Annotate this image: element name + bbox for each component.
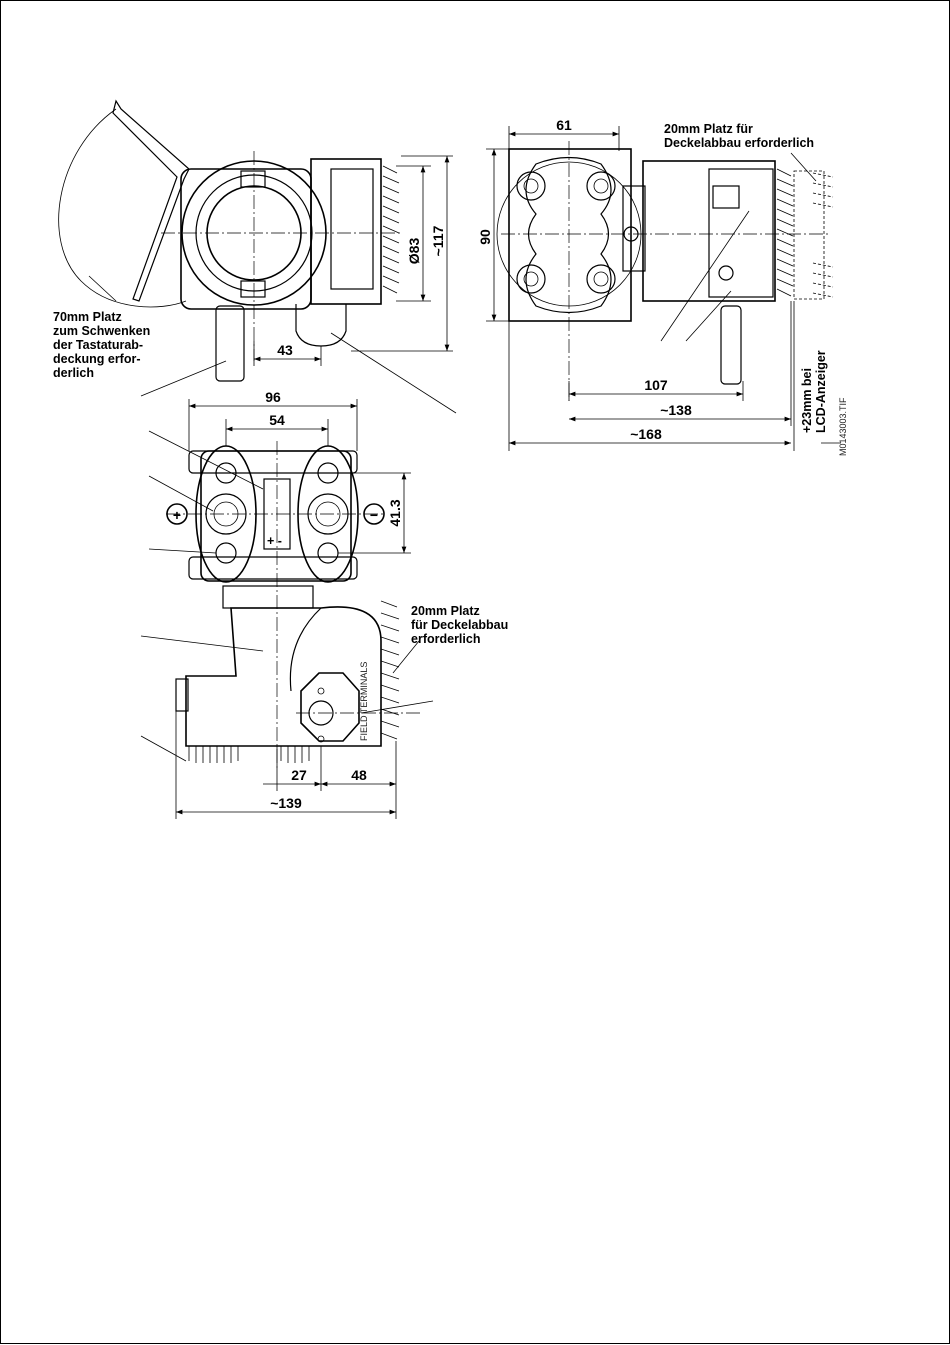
flange-body <box>526 158 611 313</box>
lcd-cover-ghost <box>794 171 824 299</box>
field-terminals-label: FIELD TERMINALS <box>359 662 369 741</box>
side-housing-window <box>709 169 773 297</box>
dim-d54: 54 <box>269 412 285 428</box>
side-housing-screw <box>719 266 733 280</box>
swing-arc <box>59 109 186 307</box>
swing-note-2: zum Schwenken <box>53 324 150 338</box>
dim-d139: ~139 <box>270 795 302 811</box>
dim-d138: ~138 <box>660 402 692 418</box>
dim-d117: ~117 <box>430 225 446 256</box>
cover-top-note-2: Deckelabbau erforderlich <box>664 136 814 150</box>
top-lug <box>241 171 265 187</box>
terminal-housing <box>311 159 381 304</box>
cable-gland <box>296 304 346 346</box>
flange-body-plate <box>201 451 351 581</box>
flange-pm-label: + - <box>267 534 282 548</box>
lcd-note-1: +23mm bei <box>800 368 814 433</box>
minus-symbol: − <box>370 507 378 523</box>
terminal-cap <box>331 169 373 289</box>
swing-note-5: derlich <box>53 366 94 380</box>
top-view-side-fins <box>381 601 399 739</box>
terminal-cover-fins <box>383 166 399 293</box>
top-view-neck <box>223 586 313 608</box>
flange-bar-top <box>189 451 357 473</box>
dim-d48: 48 <box>351 767 367 783</box>
flange-plate <box>509 149 631 321</box>
side-housing-tab <box>713 186 739 208</box>
top-view: FIELD TERMINALS 20mm Platz für Deckelabb… <box>141 586 508 819</box>
flange-view: + - + − 96 54 41.3 <box>149 389 411 771</box>
cover-bottom-note-1: 20mm Platz <box>411 604 480 618</box>
side-cover-fins <box>777 169 793 296</box>
top-view-gland-hex <box>301 673 359 741</box>
swing-note-3: der Tastaturab- <box>53 338 143 352</box>
front-view: Ø83 ~117 43 70mm Platz zum Schwenken der… <box>53 101 456 413</box>
side-view: 61 90 20mm Platz für Deckelabbau erforde… <box>477 117 848 456</box>
figure-id: M0143003.TIF <box>838 397 848 456</box>
swing-note-4: deckung erfor- <box>53 352 141 366</box>
electronics-housing <box>181 169 311 309</box>
top-view-housing <box>186 607 381 746</box>
plus-symbol: + <box>173 507 181 523</box>
keypad-cover <box>113 101 189 301</box>
dim-d41: 41.3 <box>387 499 403 526</box>
dim-d90: 90 <box>477 229 493 245</box>
vent-plug <box>216 306 244 381</box>
dim-d83: Ø83 <box>406 238 422 265</box>
swing-note-1: 70mm Platz <box>53 310 122 324</box>
dim-d27: 27 <box>291 767 307 783</box>
dim-d168: ~168 <box>630 426 662 442</box>
lcd-note-2: LCD-Anzeiger <box>814 350 828 433</box>
dim-d43: 43 <box>277 342 293 358</box>
cover-top-note-1: 20mm Platz für <box>664 122 753 136</box>
lcd-cover-ghost-fins <box>813 173 833 297</box>
bottom-lug <box>241 281 265 297</box>
dim-d61: 61 <box>556 117 572 133</box>
top-view-dome <box>290 608 321 691</box>
dim-d107: 107 <box>644 377 668 393</box>
dim-d96: 96 <box>265 389 281 405</box>
side-vent-plug <box>721 306 741 384</box>
cover-bottom-note-3: erforderlich <box>411 632 480 646</box>
top-view-bottom-fins <box>189 746 309 763</box>
cover-bottom-note-2: für Deckelabbau <box>411 618 508 632</box>
